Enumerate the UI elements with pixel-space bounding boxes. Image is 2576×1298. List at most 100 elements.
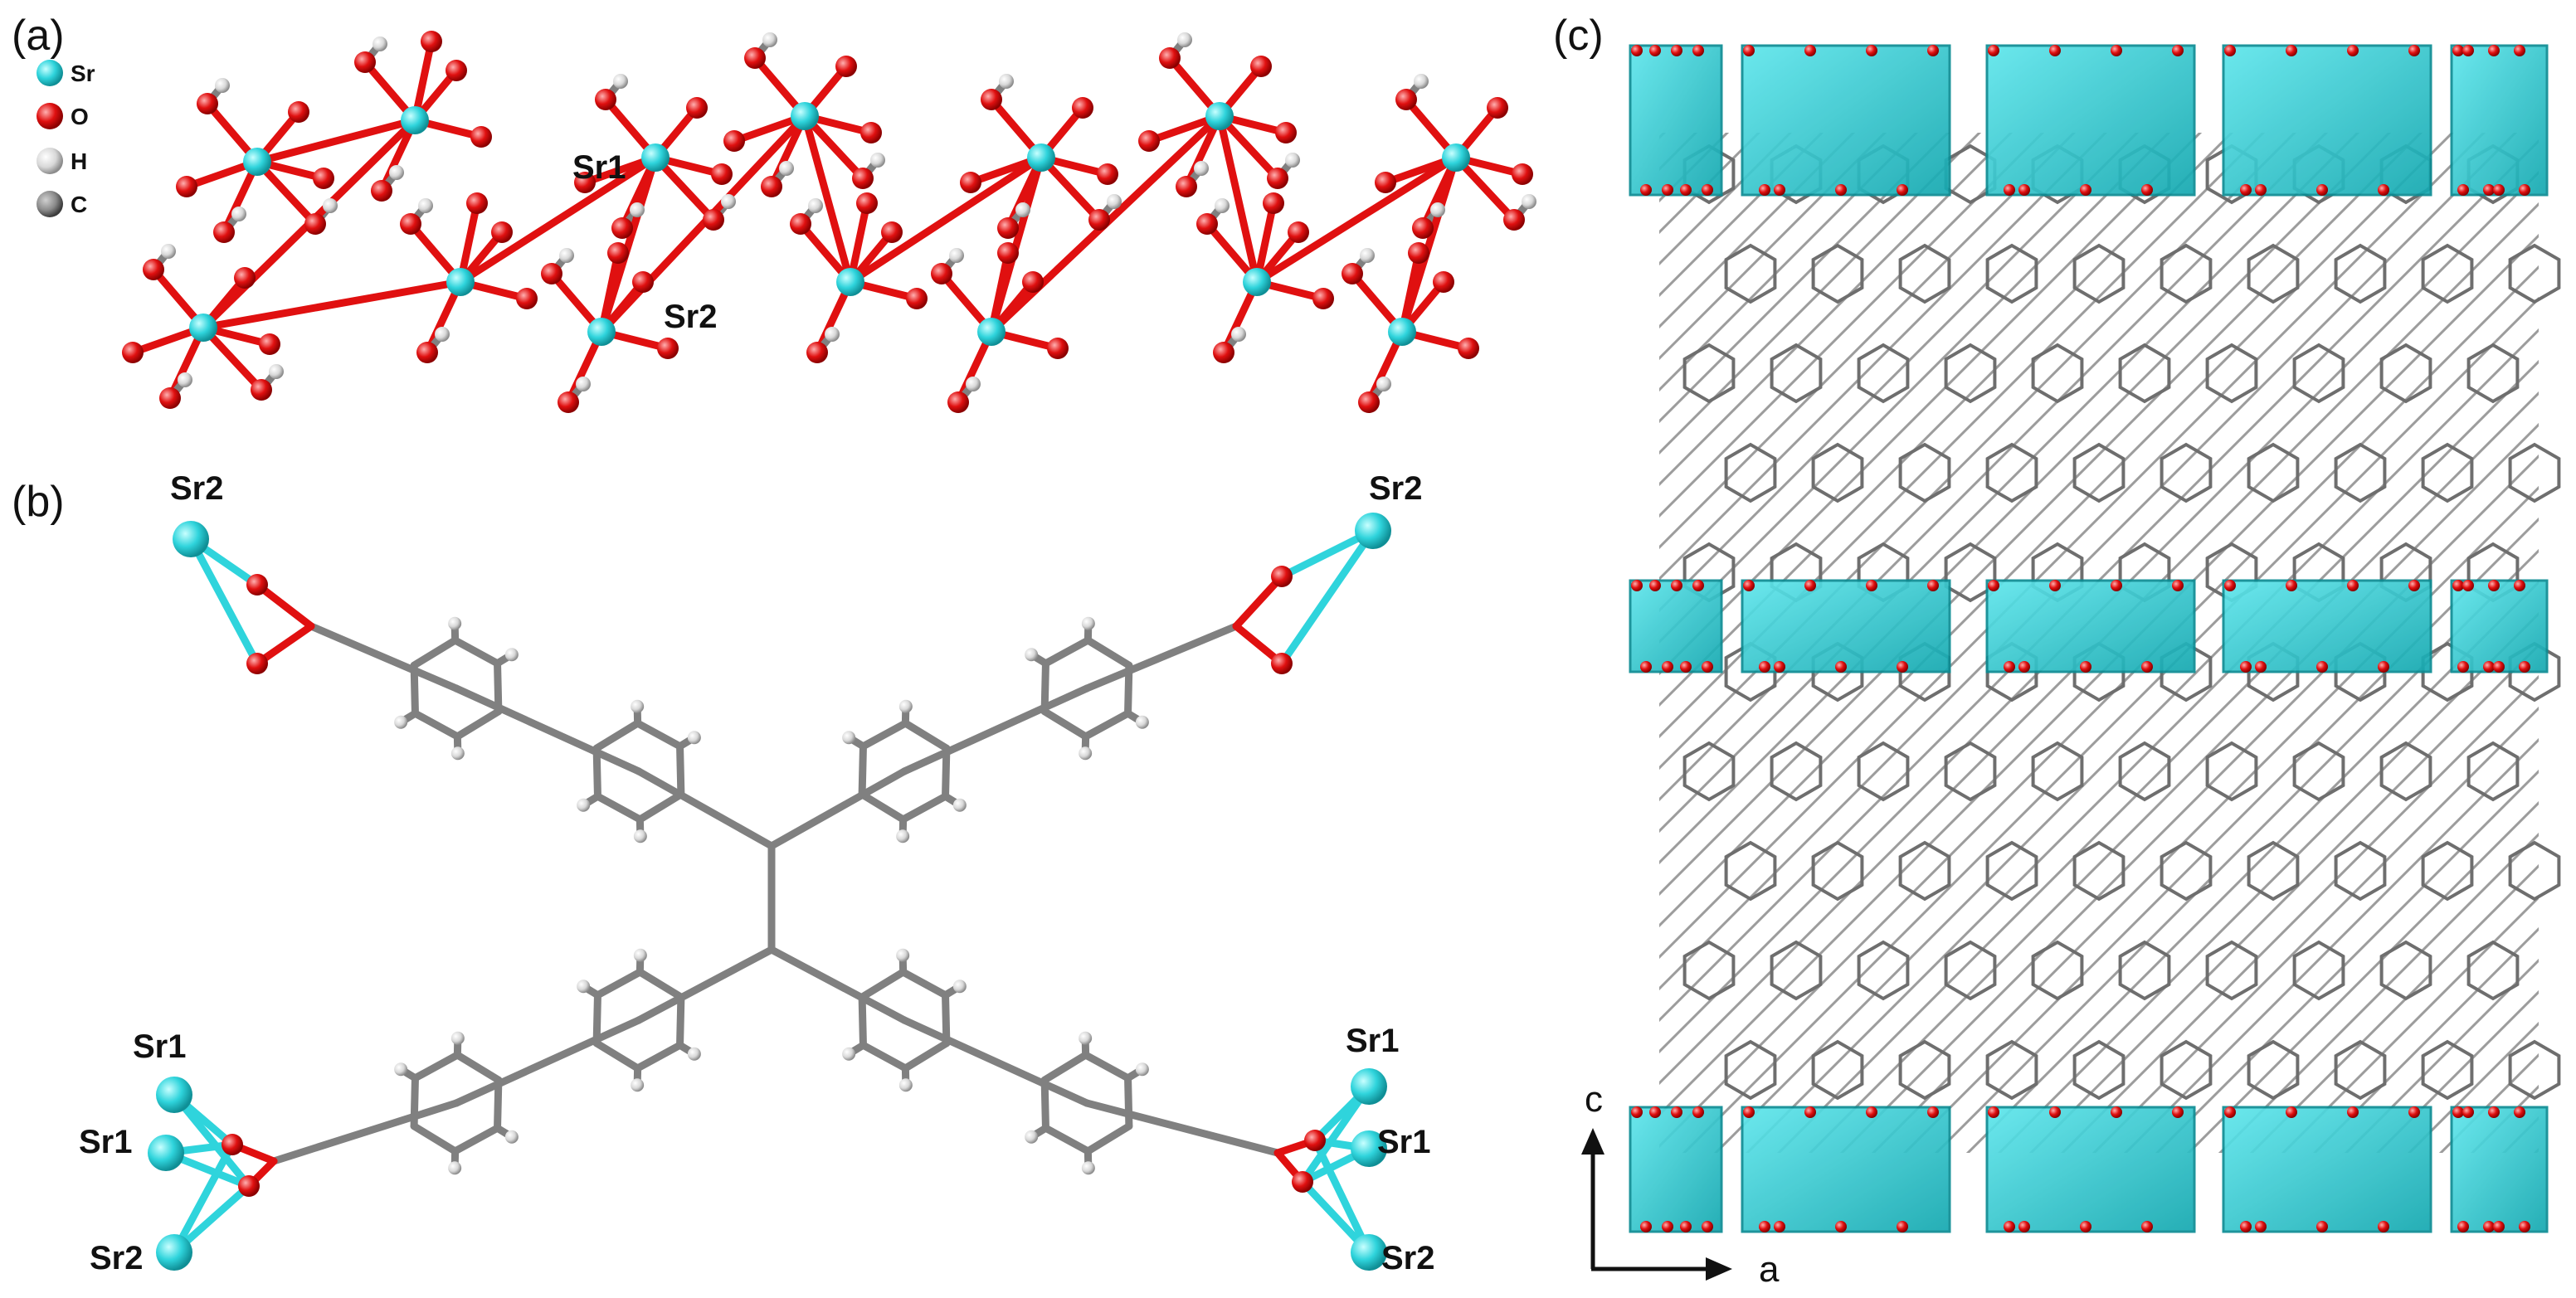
oxygen-atom [558,391,579,413]
phenyl-ring [1985,442,2038,503]
polyhedron-oxygen [2172,1106,2184,1118]
oxygen-atom [931,263,952,284]
strontium-atom [1243,268,1271,296]
oxygen-atom [906,288,928,309]
polyhedron-oxygen [2452,580,2464,591]
polyhedron-oxygen [2483,1221,2495,1232]
oxygen-atom [595,89,616,110]
tetraphenylethylene-ligand [148,513,1391,1271]
sr-polyhedron-block [1985,1106,2196,1233]
phenyl-ring [1724,840,1777,902]
oxygen-atom [657,338,679,359]
ligand-atoms [148,513,1391,1271]
oxygen-atom [997,242,1019,264]
hydrogen-atom [1107,194,1122,209]
polyhedron-oxygen [1759,1221,1770,1232]
sr-sr-bridge [199,278,465,332]
legend-c-swatch [37,191,63,217]
phenyl-ring [1682,741,1736,802]
polyhedron-oxygen [2224,45,2236,56]
oxygen-atom [860,122,882,143]
oxygen-atom [835,56,857,77]
strontium-atom [1351,1130,1387,1167]
polyhedron-oxygen [1743,1106,1755,1118]
ring-bond [411,709,461,741]
polyhedron-oxygen [1692,1106,1704,1118]
strontium-atom [401,106,429,134]
ring-bond [859,1041,909,1072]
hydrogen-atom [896,829,910,843]
polyhedron-oxygen [1692,580,1704,591]
hydrogen-atom [373,36,387,51]
label-bottom-right-sr2: Sr2 [1381,1240,1435,1276]
hydrogen-atom [1025,1130,1039,1144]
arm-bond [635,946,776,1024]
c-o-bond [1232,572,1286,630]
hydrogen-atom [1081,616,1095,630]
hydrogen-atom [1376,377,1391,391]
polyhedron-oxygen [2462,1106,2474,1118]
hydrogen-atom [435,327,450,342]
strontium-atom [1351,1068,1387,1105]
hydrogen-atom [1360,248,1375,263]
o-sr-bond [1298,1082,1373,1186]
arm-bond [452,684,643,775]
hydrogen-atom [896,948,910,962]
phenyl-ring [2421,840,2474,902]
hydrogen-atom [394,715,408,729]
phenyl-ring [1898,1039,1951,1101]
polyhedron-oxygen [2172,45,2184,56]
hydrogen-atom [1079,746,1093,761]
phenyl-ring [1985,1039,2038,1101]
polyhedron-oxygen [1743,580,1755,591]
ligand-bonds [162,527,1377,1257]
polyhedron-oxygen [2172,580,2184,591]
oxygen-atom [1263,192,1284,214]
legend-sr-label: Sr [71,61,95,86]
phenyl-ring [1944,940,1997,1001]
phenyl-ring [2160,442,2213,503]
hydrogen-atom [161,244,176,259]
polyhedron-oxygen [1927,1106,1939,1118]
polyhedron-oxygen [1759,661,1770,673]
ring-bond [635,968,685,1001]
phenyl-ring [2292,343,2345,404]
hydrogen-atom [559,248,574,263]
polyhedron-oxygen [2286,580,2297,591]
arm-bond [900,684,1091,775]
oxygen-atom [246,653,268,674]
sr-o-bond [1452,153,1518,224]
polyhedron-oxygen [1835,1221,1847,1232]
phenyl-ring [1682,940,1736,1001]
oxygen-atom [288,101,309,123]
ring-bond [494,659,503,716]
oxygen-atom [607,242,629,264]
sr-o-bond [199,323,265,394]
polyhedron-oxygen [2493,184,2505,196]
phenyl-ring [2205,940,2258,1001]
oxygen-atom [1412,217,1434,239]
sr-polyhedron-block [1985,579,2196,673]
sr-polyhedron-block [2450,44,2549,197]
polyhedron-oxygen [2408,580,2420,591]
ring-bond [494,1076,503,1132]
polyhedron-oxygen [2488,45,2500,56]
polyhedron-oxygen [1640,184,1652,196]
phenyl-ring [2072,442,2126,503]
strontium-atom [243,148,271,176]
strontium-atom [1351,1234,1387,1271]
arm-bond [900,1016,1091,1107]
ring-bond [634,1041,684,1072]
oxygen-atom [122,342,144,363]
polyhedron-oxygen [2240,1221,2252,1232]
phenyl-ring [2118,343,2171,404]
strontium-atom [587,318,616,346]
phenyl-ring [1811,442,1864,503]
phenyl-ring [1985,243,2038,304]
polyhedron-oxygen [2457,661,2469,673]
oxygen-atom [213,221,235,243]
label-top-right-sr2: Sr2 [1369,470,1423,507]
polyhedron-oxygen [2493,661,2505,673]
polyhedron-oxygen [1649,1106,1661,1118]
ring-bond [1124,1074,1133,1130]
